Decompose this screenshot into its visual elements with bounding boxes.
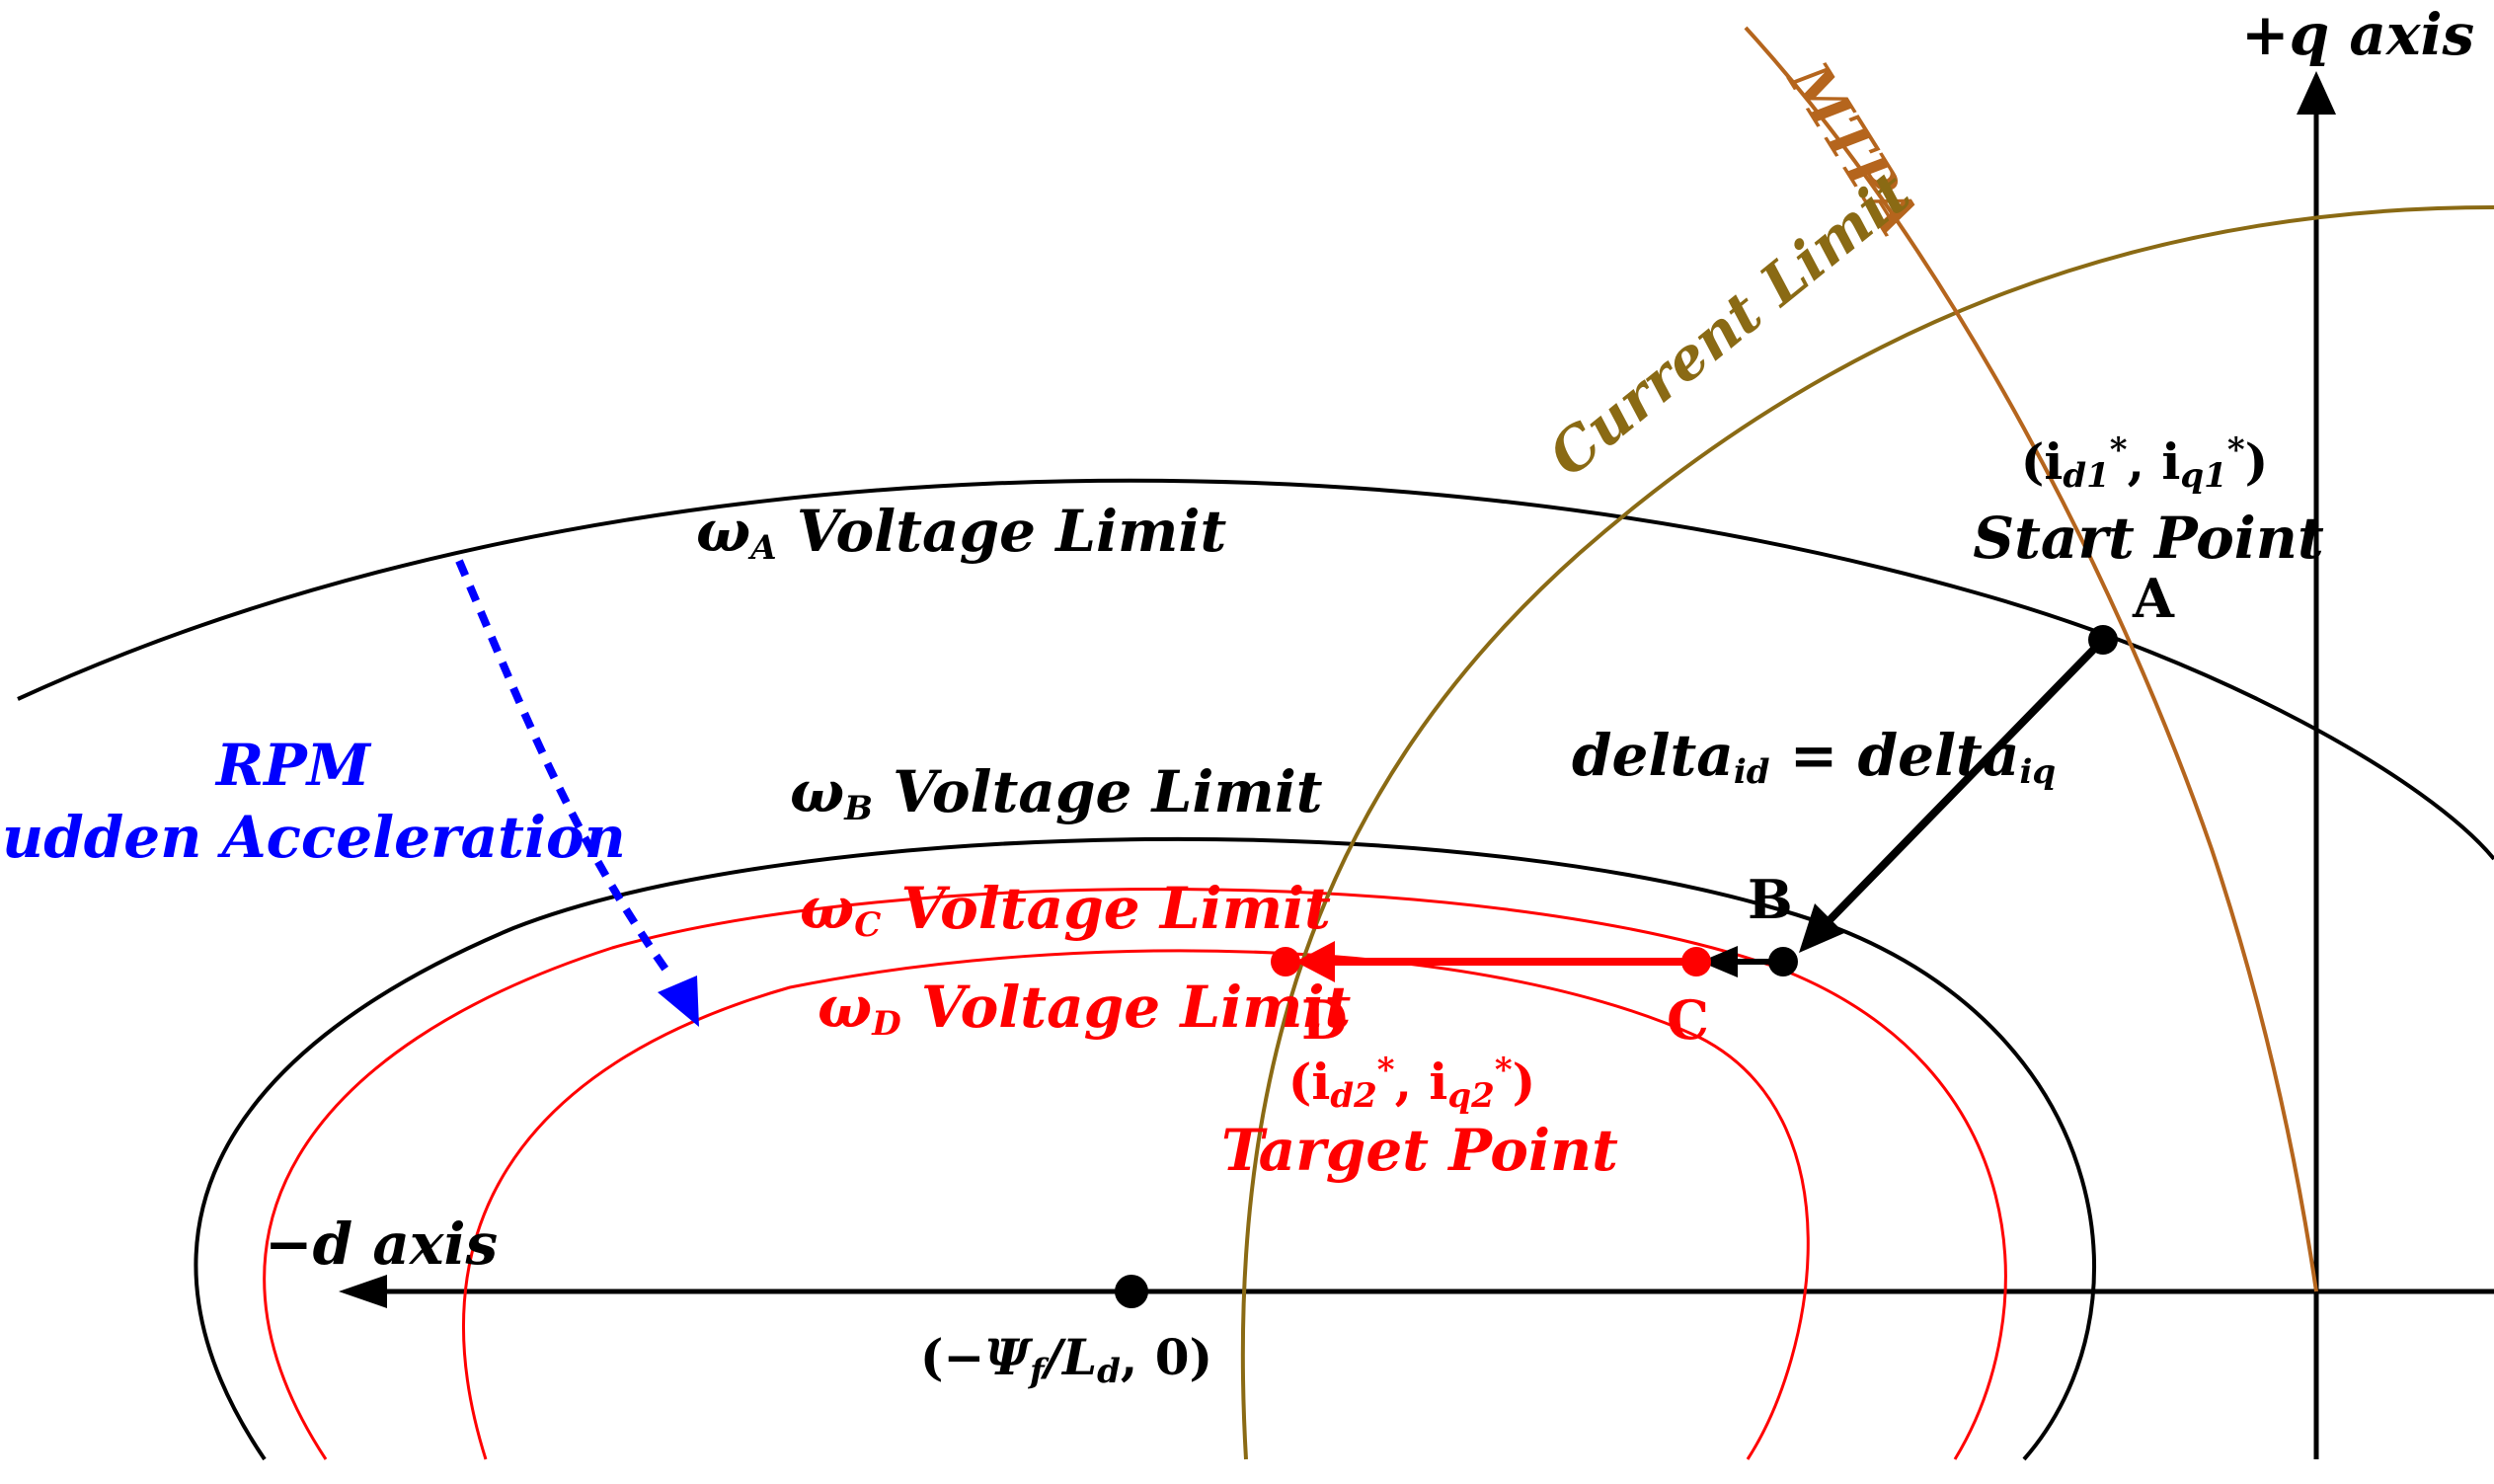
arrow-a-to-b bbox=[1824, 637, 2106, 926]
start-point-coordinates: (id1*, iq1*) bbox=[2021, 430, 2269, 496]
current-limit-curve bbox=[1240, 205, 2494, 1460]
arrow-a-to-b-head bbox=[1799, 903, 1844, 953]
omega-a-label: ωA Voltage Limit bbox=[696, 498, 1226, 568]
target-point-label: Target Point bbox=[1221, 1117, 1618, 1184]
center-dot bbox=[1115, 1275, 1148, 1308]
d-axis-label: −d axis bbox=[265, 1211, 498, 1278]
start-point-label: Start Point bbox=[1973, 505, 2324, 572]
omega-c-label: ωC Voltage Limit bbox=[800, 875, 1331, 945]
point-c-dot bbox=[1681, 947, 1711, 976]
omega-c-voltage-limit-curve bbox=[263, 888, 2007, 1460]
point-b-dot bbox=[1768, 947, 1798, 976]
delta-equation-label: deltaid = deltaiq bbox=[1572, 722, 2056, 792]
q-axis bbox=[2297, 71, 2336, 1459]
point-a-dot bbox=[2088, 625, 2118, 655]
q-axis-label: +q axis bbox=[2241, 1, 2474, 68]
arrow-c-to-d-head bbox=[1295, 941, 1335, 982]
arrow-b-to-c-head bbox=[1700, 946, 1738, 977]
omega-d-voltage-limit-curve bbox=[462, 949, 1810, 1460]
d-axis bbox=[339, 1275, 2494, 1308]
center-coordinates-label: (−Ψf/Ld, 0) bbox=[920, 1328, 1212, 1391]
point-b-label: B bbox=[1748, 868, 1793, 931]
rpm-arrow-head bbox=[658, 976, 699, 1027]
target-point-coordinates: (id2*, iq2*) bbox=[1288, 1051, 1536, 1116]
rpm-acceleration-arrow bbox=[455, 559, 675, 980]
rpm-sudden-acceleration-label: Sudden Acceleration bbox=[0, 804, 626, 871]
mtpa-curve bbox=[1744, 26, 2318, 1292]
point-d-label: D bbox=[1301, 988, 1348, 1052]
point-a-label: A bbox=[2132, 567, 2175, 630]
omega-d-label: ωD Voltage Limit bbox=[818, 974, 1352, 1044]
current-limit-label: Current Limit bbox=[1536, 159, 1923, 490]
point-d-dot bbox=[1271, 947, 1300, 976]
omega-a-voltage-limit-curve bbox=[17, 478, 2494, 861]
omega-b-label: ωB Voltage Limit bbox=[790, 758, 1323, 828]
omega-b-voltage-limit-curve bbox=[194, 836, 2097, 1461]
point-c-label: C bbox=[1667, 988, 1709, 1052]
rpm-label: RPM bbox=[214, 732, 372, 799]
